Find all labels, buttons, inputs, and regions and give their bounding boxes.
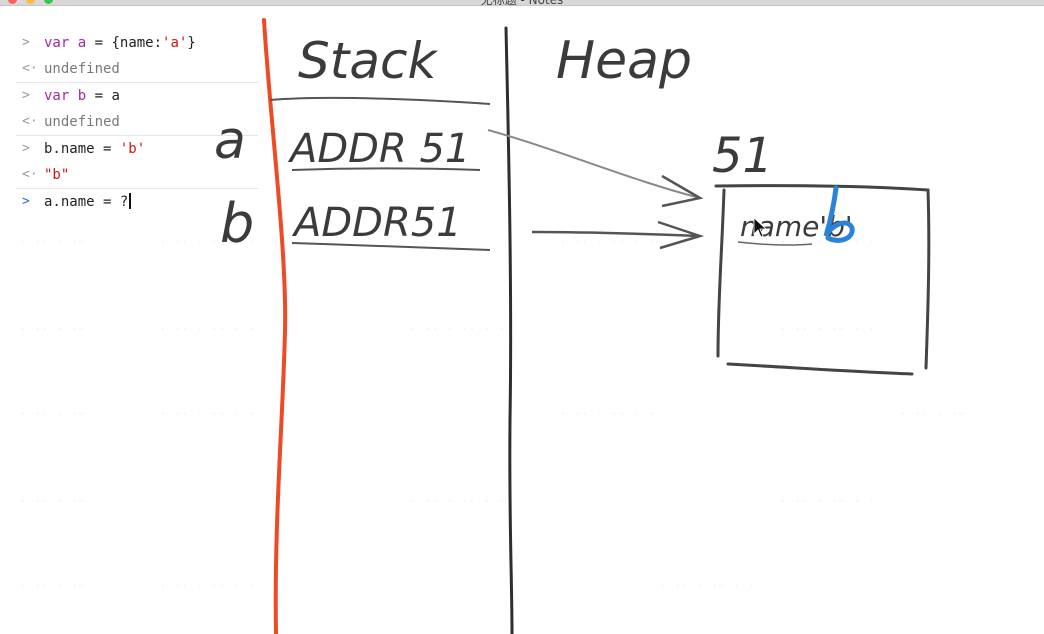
code-text: b.name = — [44, 141, 120, 157]
arrow-b-to-heap — [531, 230, 701, 238]
code-string: 'a' — [162, 35, 188, 51]
address-a-underline — [291, 167, 481, 171]
code-text: = {name: — [86, 35, 163, 51]
console-result: undefined — [44, 61, 120, 77]
code-identifier: a — [77, 35, 87, 51]
output-prompt-icon: <· — [22, 61, 38, 76]
variable-a-label: a — [214, 111, 246, 171]
input-prompt-icon: > — [22, 88, 30, 103]
output-prompt-icon: <· — [22, 114, 38, 129]
address-b-underline — [291, 242, 491, 251]
code-string: 'b' — [119, 141, 146, 157]
code-keyword: var — [44, 35, 70, 51]
code-text: a.name = ? — [44, 194, 129, 210]
console-input-line: > var b = a — [16, 83, 258, 109]
output-prompt-icon: <· — [22, 167, 38, 182]
arrow-a-head — [661, 174, 704, 208]
variable-b-label: b — [220, 192, 254, 255]
text-caret — [129, 193, 131, 209]
console-input-line: > var a = {name:'a'} — [16, 30, 258, 56]
heap-address: 51 — [712, 128, 773, 184]
heap-heading: Heap — [556, 31, 692, 91]
console-input-line: > b.name = 'b' — [16, 136, 258, 162]
zoom-window-button[interactable] — [44, 0, 53, 4]
window-titlebar: 无标题 - Notes — [0, 0, 1044, 7]
code-keyword: var — [44, 88, 70, 104]
console-output-line: <· "b" — [16, 162, 258, 189]
window-title: 无标题 - Notes — [480, 0, 564, 7]
console-output-line: <· undefined — [16, 56, 258, 83]
stack-heading: Stack — [298, 32, 438, 90]
js-console[interactable]: > var a = {name:'a'} <· undefined > var b =… — [16, 30, 258, 215]
address-b: ADDR51 — [291, 200, 462, 246]
console-result: "b" — [44, 167, 70, 183]
stack-heap-divider-line — [504, 26, 514, 634]
code-text: } — [187, 35, 196, 51]
arrow-a-to-heap — [487, 129, 701, 199]
arrow-b-head — [657, 220, 705, 250]
code-identifier: b — [77, 88, 87, 104]
console-result: undefined — [44, 114, 120, 130]
close-window-button[interactable] — [8, 0, 17, 4]
code-text: = a — [86, 88, 120, 104]
input-prompt-icon: > — [22, 194, 30, 209]
stack-heading-underline — [269, 96, 491, 105]
stack-divider-line — [262, 18, 288, 634]
heap-object-underline — [737, 241, 813, 246]
minimize-window-button[interactable] — [26, 0, 35, 4]
input-prompt-icon: > — [22, 35, 30, 50]
heap-object-box — [714, 184, 931, 376]
console-output-line: <· undefined — [16, 109, 258, 136]
address-a: ADDR 51 — [287, 126, 470, 172]
mouse-cursor-icon — [753, 217, 768, 238]
highlight-edit-mark — [823, 185, 855, 243]
console-active-input[interactable]: > a.name = ? — [16, 189, 258, 215]
input-prompt-icon: > — [22, 141, 30, 156]
